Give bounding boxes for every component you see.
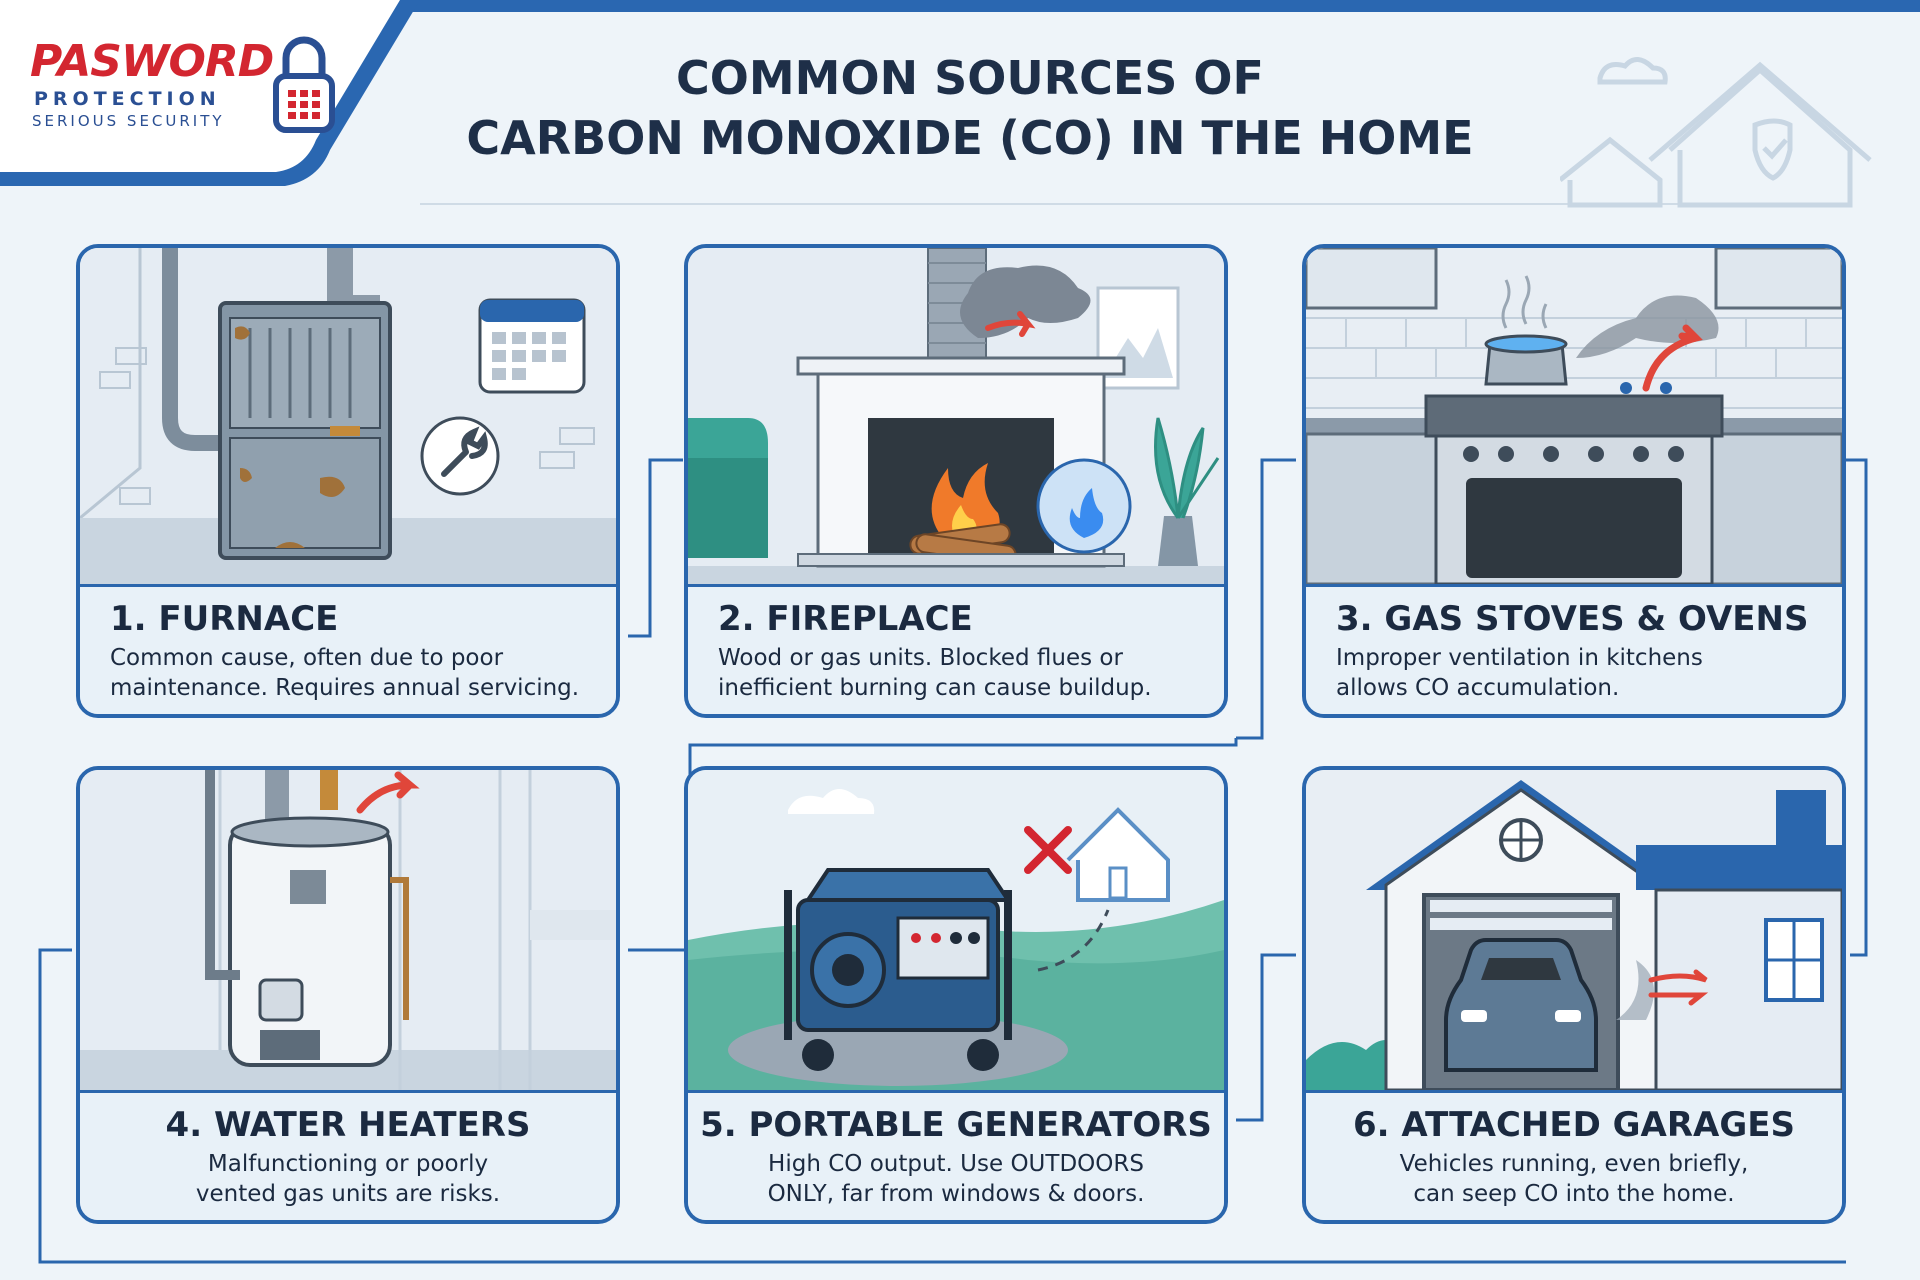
brand-logo[interactable]: PASWORD PROTECTION SERIOUS SECURITY xyxy=(0,0,420,195)
page-title-line-2: CARBON MONOXIDE (CO) IN THE HOME xyxy=(466,111,1474,165)
source-title: 5. PORTABLE GENERATORS xyxy=(700,1105,1212,1145)
source-card-portable-generators[interactable]: 5. PORTABLE GENERATORS High CO output. U… xyxy=(684,766,1228,1224)
source-description-line-1: Malfunctioning or poorly xyxy=(207,1151,489,1177)
source-title: 4. WATER HEATERS xyxy=(165,1105,531,1145)
source-card-water-heaters[interactable]: 4. WATER HEATERS Malfunctioning or poorl… xyxy=(76,766,620,1224)
source-caption: 2. FIREPLACE Wood or gas units. Blocked … xyxy=(688,584,1224,714)
source-caption: 1. FURNACE Common cause, often due to po… xyxy=(80,584,616,714)
source-description-line-1: Wood or gas units. Blocked flues or xyxy=(718,645,1123,671)
source-description-line-2: ONLY, far from windows & doors. xyxy=(767,1181,1145,1207)
source-description-line-2: vented gas units are risks. xyxy=(195,1181,501,1207)
stove-illustration xyxy=(1306,248,1842,584)
source-description-line-1: Vehicles running, even briefly, xyxy=(1399,1151,1749,1177)
source-description-line-2: maintenance. Requires annual servicing. xyxy=(110,675,580,701)
generator-illustration xyxy=(688,770,1224,1090)
garage-illustration xyxy=(1306,770,1842,1090)
source-caption: 3. GAS STOVES & OVENS Improper ventilati… xyxy=(1306,584,1842,714)
source-title: 1. FURNACE xyxy=(110,599,339,639)
house-shield-icon xyxy=(1560,57,1872,208)
source-card-furnace[interactable]: 1. FURNACE Common cause, often due to po… xyxy=(76,244,620,718)
brand-tagline-protection: PROTECTION xyxy=(34,88,221,110)
water-heater-illustration xyxy=(80,770,616,1090)
fireplace-illustration xyxy=(688,248,1224,584)
source-description-line-2: allows CO accumulation. xyxy=(1336,675,1620,701)
source-caption: 4. WATER HEATERS Malfunctioning or poorl… xyxy=(80,1090,616,1220)
source-title: 3. GAS STOVES & OVENS xyxy=(1336,599,1809,639)
source-title: 2. FIREPLACE xyxy=(718,599,973,639)
furnace-illustration xyxy=(80,248,616,584)
padlock-icon xyxy=(273,36,335,133)
source-caption: 6. ATTACHED GARAGES Vehicles running, ev… xyxy=(1306,1090,1842,1220)
page-title-line-1: COMMON SOURCES OF xyxy=(676,51,1264,105)
brand-name: PASWORD xyxy=(30,36,274,87)
source-description-line-2: inefficient burning can cause buildup. xyxy=(718,675,1152,701)
source-title: 6. ATTACHED GARAGES xyxy=(1353,1105,1795,1145)
source-card-attached-garages[interactable]: 6. ATTACHED GARAGES Vehicles running, ev… xyxy=(1302,766,1846,1224)
brand-tagline-security: SERIOUS SECURITY xyxy=(32,112,225,130)
source-card-fireplace[interactable]: 2. FIREPLACE Wood or gas units. Blocked … xyxy=(684,244,1228,718)
page-title: COMMON SOURCES OF CARBON MONOXIDE (CO) I… xyxy=(380,48,1560,168)
source-description-line-1: Improper ventilation in kitchens xyxy=(1336,645,1703,671)
source-description-line-1: Common cause, often due to poor xyxy=(110,645,504,671)
source-card-gas-stoves[interactable]: 3. GAS STOVES & OVENS Improper ventilati… xyxy=(1302,244,1846,718)
source-description-line-1: High CO output. Use OUTDOORS xyxy=(768,1151,1144,1177)
source-description-line-2: can seep CO into the home. xyxy=(1413,1181,1735,1207)
top-accent-bar xyxy=(0,0,1920,12)
source-caption: 5. PORTABLE GENERATORS High CO output. U… xyxy=(688,1090,1224,1220)
title-divider xyxy=(420,203,1850,205)
